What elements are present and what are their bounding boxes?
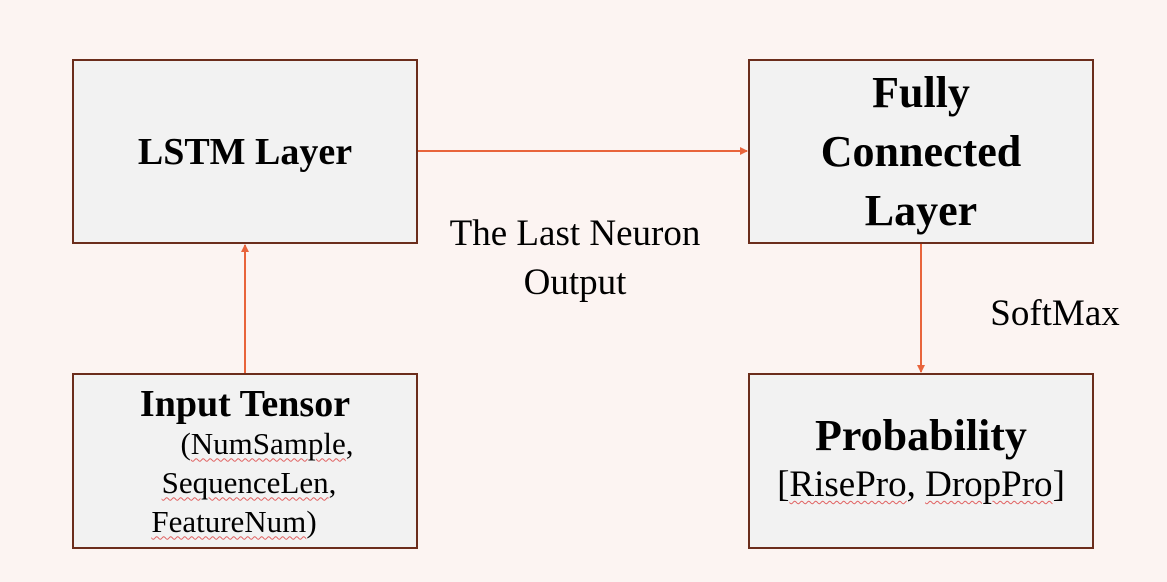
last-neuron-label-line-2: Output [523, 262, 627, 303]
softmax-label: SoftMax [990, 293, 1120, 334]
last-neuron-label-line-1: The Last Neuron [449, 213, 701, 254]
input-sequence-len: SequenceLen [161, 464, 329, 500]
input-open-paren: ( [180, 425, 191, 461]
probability-open-bracket: [ [777, 464, 790, 505]
input-comma-1: , [345, 425, 354, 461]
fc-title-line-1: Fully [872, 68, 970, 117]
input-comma-2: , [328, 464, 337, 500]
input-close-paren: ) [306, 503, 317, 539]
input-feature-num: FeatureNum [151, 503, 307, 539]
probability-outputs: [RisePro, DropPro] [777, 462, 1065, 508]
input-shape-line-1: (NumSample, [180, 424, 353, 463]
input-tensor-title: Input Tensor [139, 382, 351, 425]
last-neuron-output-label: The Last Neuron Output [425, 209, 725, 307]
probability-node: Probability [RisePro, DropPro] [748, 373, 1094, 549]
input-shape-line-2: SequenceLen, [162, 463, 337, 502]
input-tensor-node: Input Tensor (NumSample, SequenceLen, Fe… [72, 373, 418, 549]
input-shape-line-3: FeatureNum) [151, 502, 316, 541]
probability-drop-pro: DropPro [925, 464, 1053, 505]
input-num-sample: NumSample [190, 425, 346, 461]
probability-separator: , [906, 464, 926, 505]
fc-title-line-3: Layer [864, 186, 978, 235]
probability-close-bracket: ] [1052, 464, 1065, 505]
probability-title: Probability [815, 411, 1027, 460]
probability-rise-pro: RisePro [789, 464, 907, 505]
lstm-layer-title: LSTM Layer [137, 130, 353, 173]
fully-connected-layer-node: Fully Connected Layer [748, 59, 1094, 244]
fc-title-line-2: Connected [820, 127, 1022, 176]
lstm-layer-node: LSTM Layer [72, 59, 418, 244]
